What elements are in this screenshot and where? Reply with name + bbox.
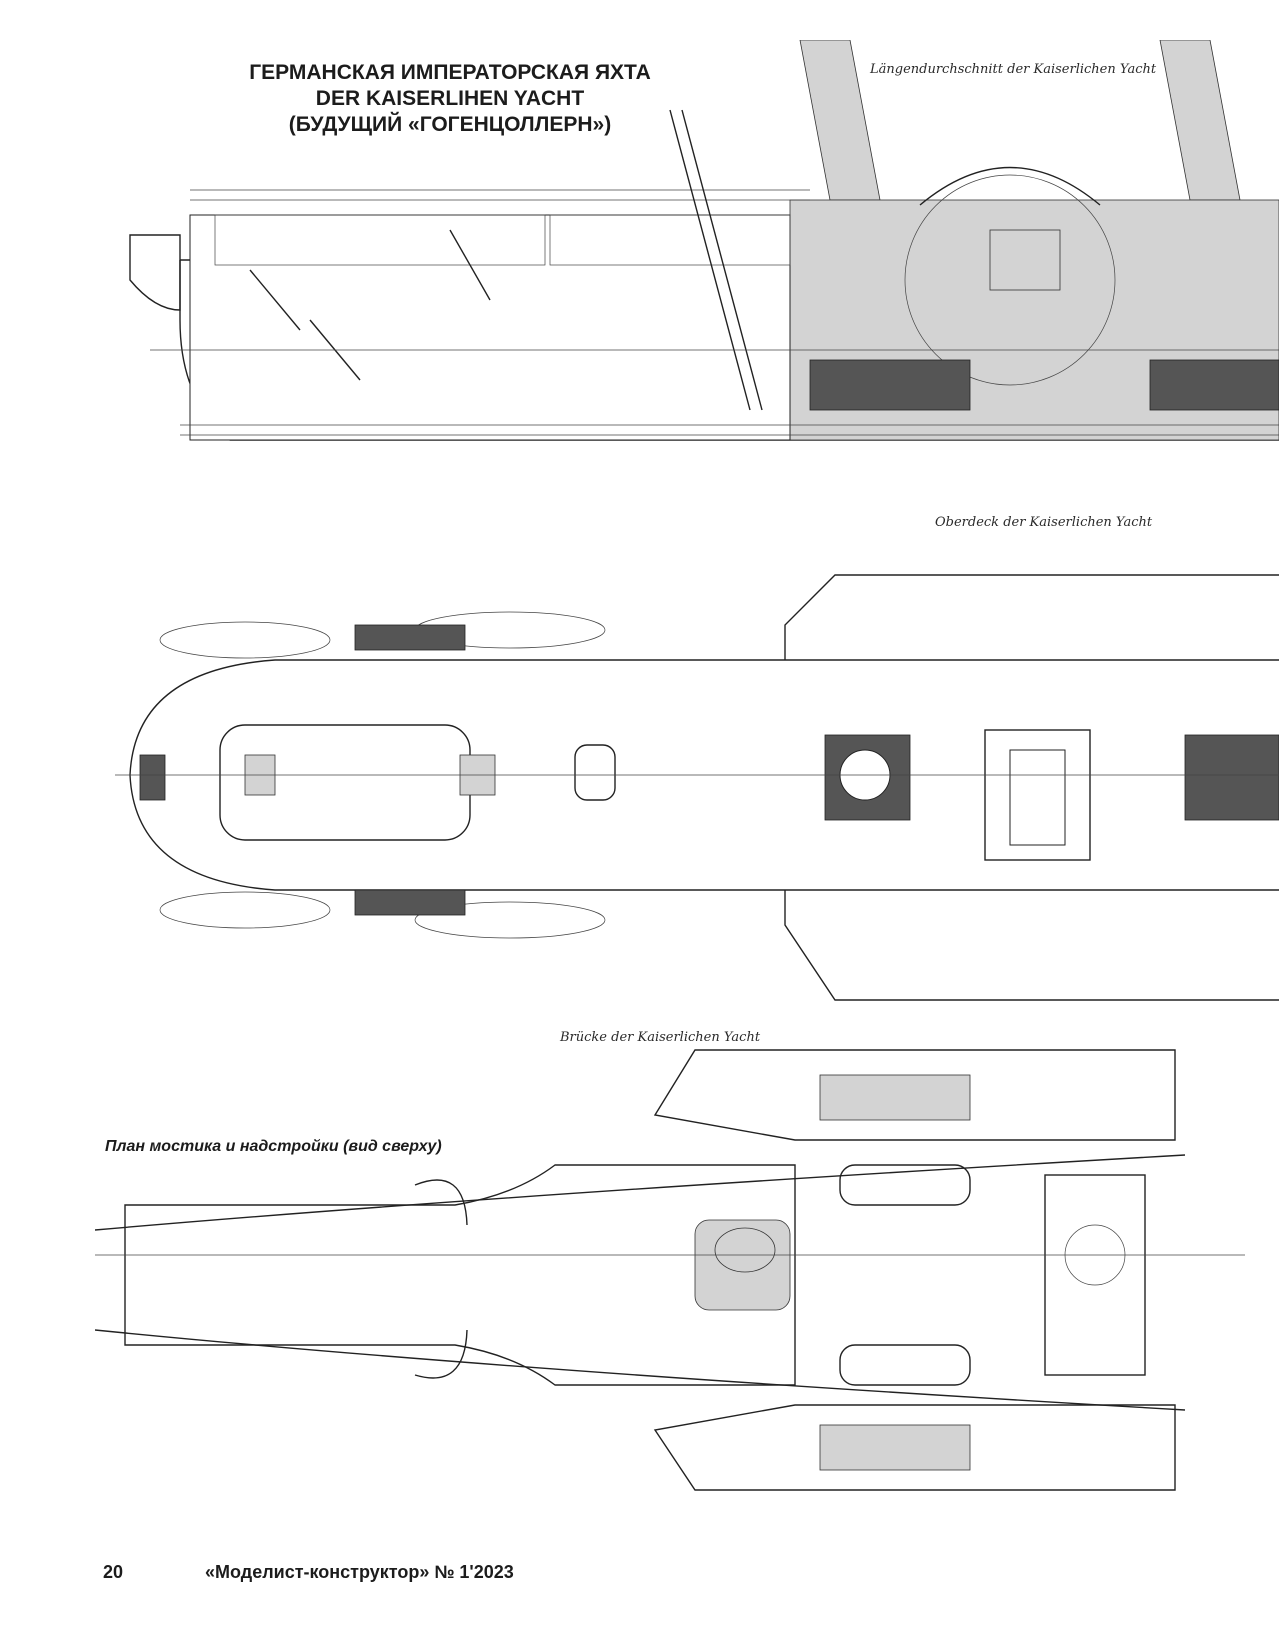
title-line-2: DER KAISERLIHEN YACHT (315, 87, 585, 110)
upper-deck-plan-drawing (115, 574, 1279, 1001)
bridge-plan-caption: План мостика и надстройки (вид сверху) (105, 1138, 442, 1155)
bridge-plan-drawing (95, 1049, 1245, 1491)
longitudinal-section-drawing (129, 40, 1279, 441)
page-title: ГЕРМАНСКАЯ ИМПЕРАТОРСКАЯ ЯХТА DER KAISER… (205, 60, 695, 138)
section-drawing-label: Längendurchschnitt der Kaiserlichen Yach… (870, 62, 1157, 77)
page-number: 20 (103, 1562, 124, 1582)
magazine-title: «Моделист-конструктор» № 1'2023 (205, 1562, 514, 1582)
title-line-1: ГЕРМАНСКАЯ ИМПЕРАТОРСКАЯ ЯХТА (249, 61, 651, 84)
upper-deck-drawing-label: Oberdeck der Kaiserlichen Yacht (935, 515, 1153, 530)
bridge-drawing-label: Brücke der Kaiserlichen Yacht (560, 1030, 761, 1045)
title-line-3: (БУДУЩИЙ «ГОГЕНЦОЛЛЕРН») (288, 113, 612, 136)
